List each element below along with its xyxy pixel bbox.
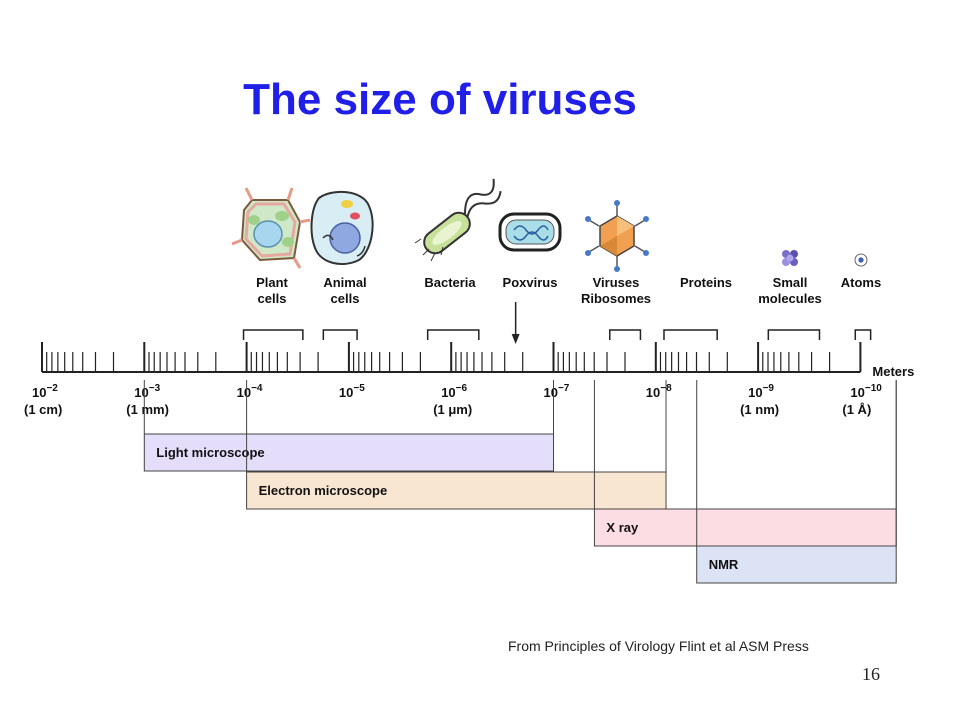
size-range-bracket xyxy=(609,329,642,340)
page-number: 16 xyxy=(862,664,880,684)
decade-label: 10−8 xyxy=(646,383,672,400)
method-label: NMR xyxy=(709,557,739,572)
object-label: Ribosomes xyxy=(581,291,651,306)
size-range-bracket xyxy=(242,329,304,340)
atom-icon xyxy=(854,253,868,267)
method-bar xyxy=(143,433,555,472)
size-range-bracket xyxy=(322,329,358,340)
decade-sublabel: (1 μm) xyxy=(433,402,472,417)
object-label: Small xyxy=(773,275,808,290)
animal-cell-icon xyxy=(310,190,374,265)
decade-sublabel: (1 cm) xyxy=(24,402,62,417)
object-label: Atoms xyxy=(841,275,881,290)
method-label: Light microscope xyxy=(156,445,264,460)
pointer-arrowhead xyxy=(511,334,520,344)
virus-icon xyxy=(585,200,649,272)
bacterium-icon xyxy=(414,178,502,262)
decade-label: 10−9 xyxy=(748,383,774,400)
object-label: Animal xyxy=(323,275,366,290)
decade-label: 10−7 xyxy=(544,383,570,400)
object-label: Plant xyxy=(256,275,288,290)
decade-label: 10−5 xyxy=(339,383,365,400)
object-label: Poxvirus xyxy=(503,275,558,290)
slide-title: The size of viruses xyxy=(243,75,637,124)
decade-label: 10−6 xyxy=(441,383,467,400)
decade-label: 10−3 xyxy=(134,383,160,400)
method-bar xyxy=(696,545,897,584)
object-label: Bacteria xyxy=(424,275,476,290)
axis-unit-label: Meters xyxy=(872,364,914,379)
size-range-bracket xyxy=(854,329,872,340)
size-range-bracket xyxy=(663,329,718,340)
decade-sublabel: (1 Å) xyxy=(842,402,871,417)
poxvirus-icon xyxy=(498,212,562,252)
object-label: Proteins xyxy=(680,275,732,290)
method-bar xyxy=(246,471,667,510)
object-label: Viruses xyxy=(593,275,640,290)
small-molecule-icon xyxy=(782,250,798,266)
method-label: Electron microscope xyxy=(259,483,388,498)
size-range-bracket xyxy=(426,329,480,340)
plant-cell-icon xyxy=(231,187,311,269)
source-credit: From Principles of Virology Flint et al … xyxy=(508,638,809,654)
decade-label: 10−4 xyxy=(237,383,263,400)
object-label: cells xyxy=(258,291,287,306)
decade-sublabel: (1 mm) xyxy=(126,402,169,417)
object-label: molecules xyxy=(758,291,822,306)
size-range-bracket xyxy=(767,329,821,340)
method-label: X ray xyxy=(606,520,639,535)
decade-label: 10−2 xyxy=(32,383,58,400)
method-bar xyxy=(593,508,897,547)
object-label: cells xyxy=(331,291,360,306)
decade-sublabel: (1 nm) xyxy=(740,402,779,417)
decade-label: 10−10 xyxy=(850,383,882,400)
